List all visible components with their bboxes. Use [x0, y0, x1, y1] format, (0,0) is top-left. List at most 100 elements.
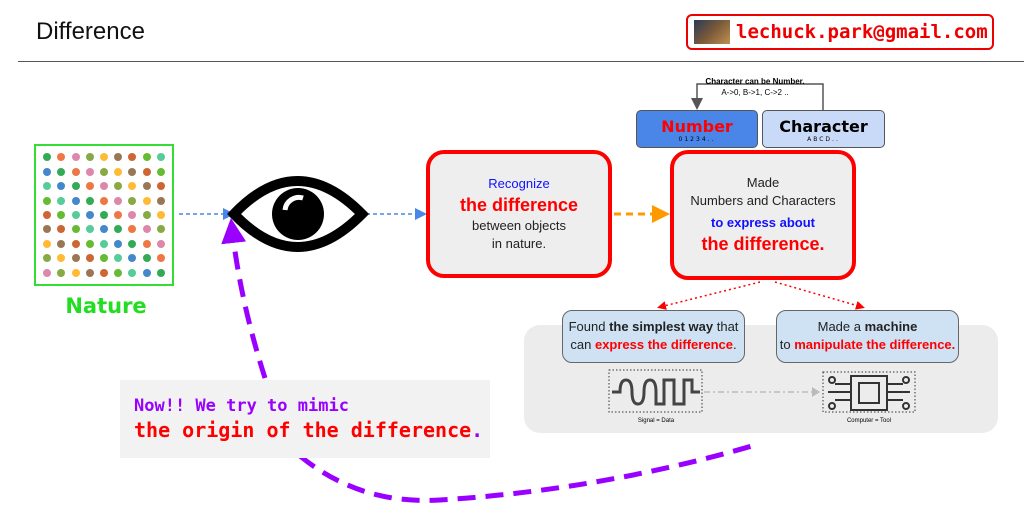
nature-emoji-icon: [128, 210, 137, 219]
connector-arrow: [691, 83, 824, 110]
nature-emoji-icon: [85, 254, 94, 263]
nature-emoji-icon: [142, 210, 151, 219]
character-box: Character ABCD..: [762, 110, 885, 148]
connector-label: Character can be Number. A->0, B->1, C->…: [680, 76, 830, 98]
nature-emoji-icon: [43, 167, 52, 176]
nature-emoji-icon: [128, 167, 137, 176]
nature-emoji-icon: [43, 153, 52, 162]
found-box: Found the simplest way that can express …: [562, 310, 745, 363]
nature-emoji-icon: [57, 167, 66, 176]
arrow-to-machine: [774, 281, 865, 310]
made-box: Made Numbers and Characters to express a…: [670, 150, 856, 280]
nature-emoji-icon: [156, 225, 165, 234]
nature-emoji-icon: [142, 153, 151, 162]
nature-emoji-icon: [99, 182, 108, 191]
nature-emoji-icon: [85, 196, 94, 205]
nature-emoji-icon: [114, 196, 123, 205]
now-line2-text: the origin of the difference: [134, 418, 472, 442]
made-line3: to express about: [710, 215, 816, 230]
machine-text: Made a: [817, 319, 865, 334]
found-bold: the simplest way: [609, 319, 714, 334]
recognize-line1: Recognize: [488, 176, 550, 191]
nature-emoji-icon: [142, 225, 151, 234]
nature-emoji-icon: [71, 225, 80, 234]
nature-emoji-icon: [128, 254, 137, 263]
machine-box: Made a machine to manipulate the differe…: [776, 310, 959, 363]
page-title: Difference: [36, 18, 145, 45]
connector-title: Character can be Number.: [705, 77, 805, 86]
nature-emoji-icon: [99, 254, 108, 263]
nature-emoji-icon: [43, 254, 52, 263]
nature-emoji-icon: [57, 239, 66, 248]
connector-sub: A->0, B->1, C->2 ..: [721, 88, 789, 97]
nature-emoji-icon: [71, 196, 80, 205]
nature-emoji-icon: [114, 153, 123, 162]
character-label: Character: [779, 117, 868, 136]
nature-emoji-icon: [156, 210, 165, 219]
nature-emoji-icon: [142, 196, 151, 205]
divider: [18, 61, 1024, 62]
nature-emoji-icon: [57, 225, 66, 234]
nature-emoji-icon: [85, 210, 94, 219]
nature-emoji-icon: [71, 153, 80, 162]
nature-emoji-icon: [71, 268, 80, 277]
found-text2: that: [713, 319, 739, 334]
nature-emoji-icon: [156, 254, 165, 263]
nature-emoji-icon: [156, 167, 165, 176]
machine-text2: to: [779, 337, 795, 352]
nature-emoji-icon: [156, 153, 165, 162]
found-period: .: [732, 337, 737, 352]
nature-emoji-icon: [57, 254, 66, 263]
purple-arrow-up: [221, 218, 268, 379]
nature-emoji-icon: [71, 167, 80, 176]
nature-emoji-icon: [142, 268, 151, 277]
made-line1: Made: [746, 175, 780, 190]
nature-emoji-icon: [99, 167, 108, 176]
nature-emoji-icon: [85, 153, 94, 162]
nature-emoji-icon: [142, 182, 151, 191]
nature-emoji-icon: [114, 268, 123, 277]
nature-emoji-icon: [99, 210, 108, 219]
now-line2-period: .: [471, 418, 484, 442]
number-label: Number: [661, 117, 733, 136]
now-box: Now!! We try to mimic the origin of the …: [120, 380, 490, 458]
email-badge: lechuck.park@gmail.com: [686, 14, 994, 50]
nature-emoji-icon: [71, 254, 80, 263]
nature-emoji-icon: [43, 239, 52, 248]
avatar: [694, 20, 730, 44]
nature-label: Nature: [65, 294, 147, 318]
nature-emoji-icon: [99, 196, 108, 205]
recognize-line4: in nature.: [491, 236, 547, 251]
nature-emoji-icon: [114, 210, 123, 219]
found-red: express the difference: [594, 337, 733, 352]
purple-arrow-bottom: [298, 443, 753, 503]
nature-emoji-icon: [142, 167, 151, 176]
nature-emoji-icon: [156, 239, 165, 248]
recognize-line2: the difference: [459, 195, 579, 215]
machine-bold: machine: [864, 319, 918, 334]
number-sub: 01234..: [678, 136, 716, 143]
now-line2: the origin of the difference.: [134, 418, 490, 442]
nature-emoji-icon: [85, 225, 94, 234]
nature-emoji-icon: [43, 268, 52, 277]
nature-emoji-icon: [114, 225, 123, 234]
found-text: Found: [568, 319, 610, 334]
nature-emoji-icon: [114, 239, 123, 248]
recognize-line3: between objects: [472, 218, 566, 233]
nature-icon-grid: [34, 144, 174, 286]
nature-emoji-icon: [156, 268, 165, 277]
now-line1: Now!! We try to mimic: [134, 396, 349, 416]
nature-emoji-icon: [43, 210, 52, 219]
nature-emoji-icon: [142, 239, 151, 248]
nature-emoji-icon: [57, 196, 66, 205]
arrow-to-found: [657, 281, 761, 310]
nature-emoji-icon: [57, 182, 66, 191]
nature-emoji-icon: [57, 210, 66, 219]
nature-emoji-icon: [142, 254, 151, 263]
nature-emoji-icon: [71, 182, 80, 191]
email-text: lechuck.park@gmail.com: [736, 21, 988, 43]
nature-emoji-icon: [71, 239, 80, 248]
nature-emoji-icon: [43, 182, 52, 191]
nature-emoji-icon: [114, 167, 123, 176]
